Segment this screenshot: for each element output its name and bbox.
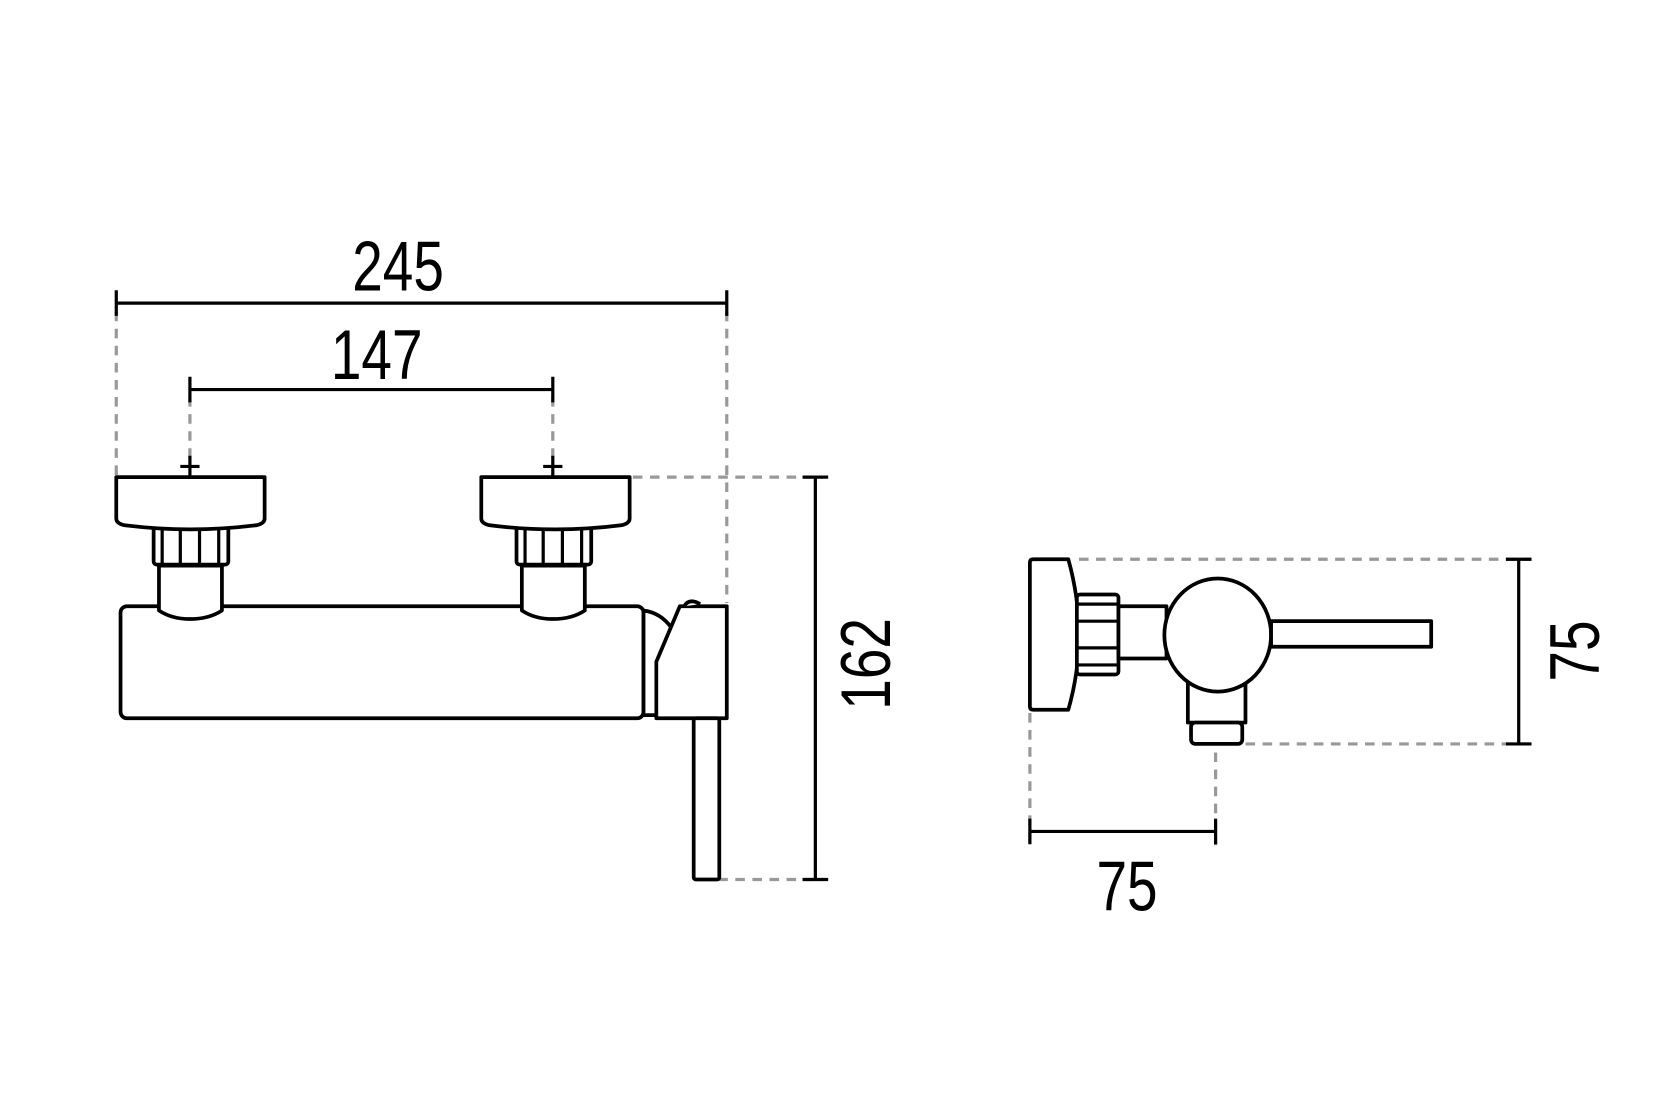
dimension-label-147: 147 <box>331 316 423 394</box>
right-handle <box>479 475 632 532</box>
lever-tip <box>682 599 702 608</box>
side-lever <box>1269 619 1434 649</box>
dimension-label-245: 245 <box>352 228 444 306</box>
right-stem <box>519 563 587 621</box>
dimension-label-162: 162 <box>828 618 906 710</box>
front-view: 245 147 162 <box>114 228 906 882</box>
left-stem <box>157 563 224 621</box>
lever-cap <box>654 604 729 721</box>
extension-lines <box>114 311 823 882</box>
dimension-label-height-75: 75 <box>1536 621 1614 682</box>
dimension-line-depth-75 <box>1028 818 1218 845</box>
dimension-line-162 <box>802 475 829 882</box>
dimension-line-147 <box>188 376 555 403</box>
wall-plate <box>1028 557 1081 712</box>
mixer-body <box>118 604 646 721</box>
body-section <box>1162 576 1273 694</box>
lever-rod <box>691 716 722 882</box>
dimension-line-245 <box>114 290 729 316</box>
right-nut <box>514 523 594 567</box>
left-handle <box>114 475 267 532</box>
dimension-line-height-75 <box>1505 557 1532 746</box>
dimension-label-depth-75: 75 <box>1096 848 1157 926</box>
side-nut <box>1074 592 1121 677</box>
side-stem <box>1116 604 1169 661</box>
side-view: 75 75 <box>1028 557 1614 926</box>
extension-lines <box>1028 557 1532 846</box>
outlet-cap <box>1189 720 1245 746</box>
center-mark <box>180 455 563 478</box>
